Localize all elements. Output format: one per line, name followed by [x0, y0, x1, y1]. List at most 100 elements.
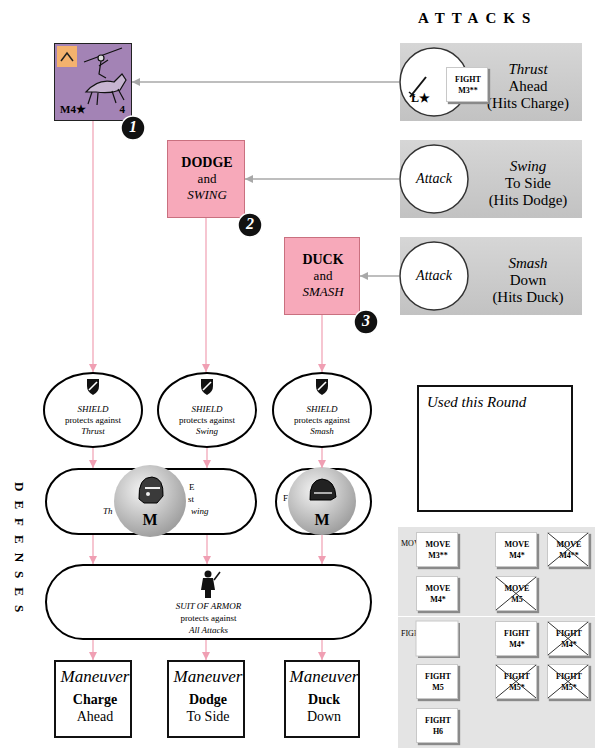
section-heading: DEFENSES [11, 482, 27, 621]
sword-symbol [409, 77, 426, 97]
knight-illustration [84, 48, 126, 105]
node-text: To Side [169, 709, 247, 724]
node-text: SHIELD [43, 405, 143, 415]
shield-defense: SHIELDprotects againstThrust [43, 372, 143, 448]
shield-icon [87, 379, 99, 395]
shield-icon [203, 382, 211, 390]
shield-defense: SHIELDprotects againstSwing [157, 372, 257, 448]
flow-arrow [245, 178, 399, 179]
callout-disc [121, 116, 378, 334]
node-text: Maneuver [286, 668, 362, 687]
flow-arrow [92, 121, 93, 372]
node-text: SMASH [285, 285, 361, 299]
node-text: All Attacks [45, 626, 372, 636]
helmet-token: M [288, 467, 356, 535]
node-text: M5 [417, 684, 459, 693]
action-chit: FIGHT H6 [416, 708, 458, 743]
used-cross [496, 665, 536, 698]
token-disc [114, 465, 186, 537]
node-text: SHIELD [157, 405, 257, 415]
action-box: DUCKandSMASH [284, 237, 360, 315]
counter-art [57, 46, 126, 105]
node-text: M4★ [60, 103, 100, 115]
node-text: FIGHT [401, 630, 441, 639]
node-text: Smash [478, 255, 578, 272]
flow-arrow [321, 640, 322, 660]
node-text: Down [286, 709, 362, 724]
sword-symbol [409, 92, 415, 97]
knight-illustration [99, 60, 108, 66]
node-text: Used this Round [427, 394, 567, 411]
node-text: FIGHT [496, 673, 538, 682]
armor-icon [214, 572, 220, 580]
shield-icon [316, 379, 328, 395]
node-text: Thrust [478, 61, 578, 78]
node-text: M4* [417, 596, 459, 605]
section-heading: ATTACKS [418, 9, 578, 27]
blank-chit [418, 623, 460, 658]
knight-illustration [99, 61, 106, 78]
attack-circle: Attack [399, 241, 469, 311]
shield-icon [89, 382, 97, 390]
action-chit: MOVEM5 [495, 576, 537, 611]
node-text: Attack [399, 268, 469, 283]
chit-panel: MOVEMOVEM3**MOVEM4*MOVEM4**MOVEM4*MOVEM5 [398, 527, 595, 616]
node-text: FIGHT [447, 76, 489, 85]
node-text: M [114, 511, 186, 529]
used-box: Used this Round [417, 385, 573, 512]
circle-outline [400, 242, 468, 310]
node-text: protects against [272, 416, 372, 426]
node-text: SUIT OF ARMOR [45, 602, 372, 612]
flow-arrow [132, 81, 399, 82]
node-text: Attack [399, 171, 469, 186]
node-text: Dodge [169, 692, 247, 707]
shield-icon [201, 379, 213, 395]
helmet-token: M [114, 465, 186, 537]
attack-circle: L★FIGHTM3** [399, 47, 469, 117]
used-cross [548, 533, 588, 566]
knight-illustration [86, 74, 126, 93]
node-text: SWING [168, 188, 246, 202]
shield-defense: SHIELDprotects againstSmash [272, 372, 372, 448]
flow-arrow [92, 448, 93, 468]
node-text: SHIELD [272, 405, 372, 415]
node-text: MOVE [496, 541, 538, 550]
node-text: protects against [157, 416, 257, 426]
node-text: FIGHT [417, 717, 459, 726]
node-text: M4* [496, 641, 538, 650]
flow-arrow [360, 275, 399, 276]
ellipse-outline [158, 373, 256, 447]
node-text: Maneuver [169, 668, 247, 687]
node-text: M3** [417, 552, 459, 561]
node-text: L★ [411, 92, 441, 105]
node-text: wing [191, 507, 221, 517]
sword-symbol [410, 77, 426, 97]
node-text: H6 [417, 728, 459, 737]
node-text: M5* [496, 684, 538, 693]
callout-disc [354, 310, 378, 334]
pill-outline [46, 565, 371, 639]
armor-icon [205, 571, 212, 578]
node-text: DODGE [168, 155, 246, 170]
knight-illustration [84, 48, 122, 62]
node-text: M4* [548, 641, 590, 650]
flow-arrow [321, 448, 322, 468]
node-text: st [188, 495, 208, 505]
node-text: Duck [286, 692, 362, 707]
helmet-icon [310, 479, 336, 500]
node-text: E [189, 483, 209, 493]
attack-row: ThrustAhead(Hits Charge)L★FIGHTM3** [400, 43, 582, 121]
callout-disc [121, 116, 145, 140]
node-text: and [168, 172, 246, 186]
ellipse-outline [44, 373, 142, 447]
action-chit: MOVEM3** [416, 532, 458, 567]
flow-arrow [92, 640, 93, 660]
node-text: Down [468, 272, 588, 289]
node-text: MOVE [496, 585, 538, 594]
helmet-icon [146, 492, 150, 496]
action-chit: FIGHTM5 [416, 664, 458, 699]
node-text: FIGHT [496, 630, 538, 639]
action-box: DODGE andSWING [167, 140, 245, 218]
attack-row: SmashDown(Hits Duck)Attack [400, 237, 582, 315]
ellipse-outline [273, 373, 371, 447]
